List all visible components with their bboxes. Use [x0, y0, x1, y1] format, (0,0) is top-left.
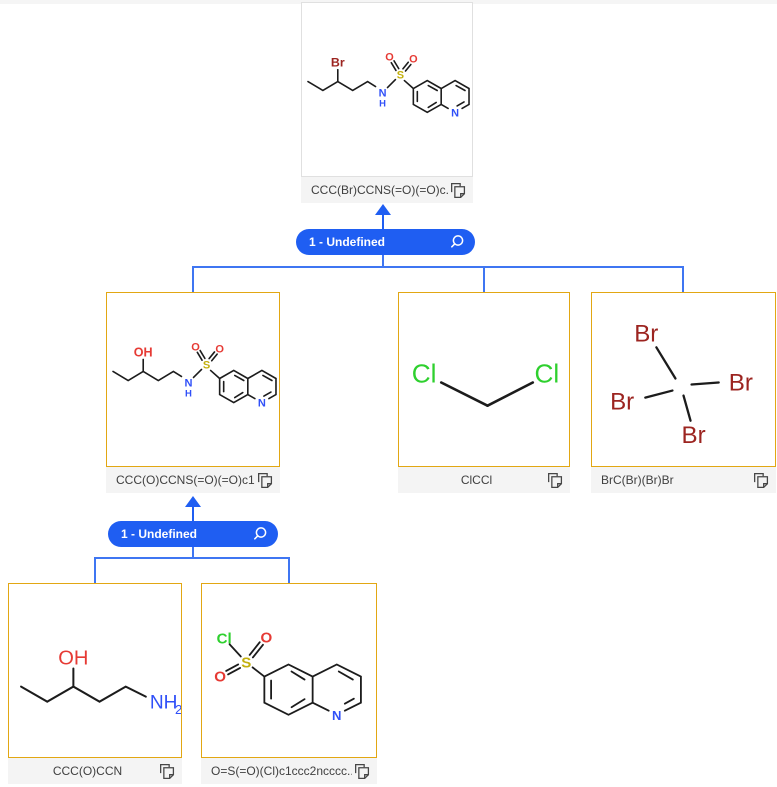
smiles-label-bar: CCC(O)CCN	[8, 758, 182, 784]
copy-icon	[159, 763, 174, 779]
smiles-text: ClCCl	[460, 473, 493, 487]
molecule-target[interactable]: Br N H S O O N	[301, 2, 473, 177]
tree-edge-drop-left	[192, 266, 194, 292]
molecule-card-intermediate: OH N H S O O N CCC(O)CCNS(=O)(=O)c1...	[106, 292, 280, 493]
molecule-card-target: Br N H S O O N CCC(Br)CCNS(=O)(=O)c...	[301, 2, 473, 203]
tree-edge-horizontal-2	[94, 557, 290, 559]
atom-label-oh: OH	[58, 647, 88, 669]
copy-icon	[547, 472, 562, 488]
molecule-card-dcm: Cl Cl ClCCl	[398, 292, 570, 493]
smiles-label-bar: CCC(Br)CCNS(=O)(=O)c...	[301, 177, 473, 203]
copy-button[interactable]	[545, 471, 563, 489]
molecule-structure-dcm: Cl Cl	[412, 359, 560, 407]
atom-label-ring-n: N	[258, 398, 266, 410]
atom-label-br: Br	[634, 320, 658, 347]
atom-label-br: Br	[681, 422, 705, 449]
atom-label-br: Br	[729, 370, 753, 397]
atom-label-o: O	[214, 669, 226, 686]
atom-label-cl: Cl	[535, 359, 560, 389]
molecule-card-sulfonyl-chloride: Cl S O O N O=S(=O)(Cl)c1ccc2ncccc...	[201, 583, 377, 784]
atom-label-o: O	[409, 54, 418, 66]
atom-label-ring-n: N	[451, 107, 459, 119]
atom-label-br: Br	[610, 389, 634, 416]
copy-button[interactable]	[255, 471, 273, 489]
search-icon	[451, 235, 464, 248]
smiles-label-bar: CCC(O)CCNS(=O)(=O)c1...	[106, 467, 280, 493]
atom-label-o: O	[261, 629, 273, 646]
atom-label-cl: Cl	[217, 630, 232, 647]
tree-edge-horizontal-1	[192, 266, 684, 268]
molecule-structure-target: Br N H S O O N	[307, 52, 470, 119]
molecule-intermediate[interactable]: OH N H S O O N	[106, 292, 280, 467]
atom-label-s: S	[241, 654, 251, 671]
reaction-node-2[interactable]: 1 - Undefined	[108, 521, 278, 547]
atom-label-n: N	[184, 378, 192, 390]
atom-label-s: S	[203, 359, 210, 371]
smiles-text: O=S(=O)(Cl)c1ccc2ncccc...	[211, 764, 352, 778]
copy-button[interactable]	[157, 762, 175, 780]
tree-edge-drop-left-2	[94, 557, 96, 583]
copy-icon	[257, 472, 272, 488]
tree-edge-drop-middle	[483, 266, 485, 292]
molecule-sulfonyl-chloride[interactable]: Cl S O O N	[201, 583, 377, 758]
smiles-text: CCC(O)CCN	[52, 764, 123, 778]
copy-icon	[450, 182, 465, 198]
molecule-structure-cbr4: Br Br Br Br	[610, 320, 753, 449]
smiles-text: CCC(O)CCNS(=O)(=O)c1...	[116, 473, 255, 487]
atom-label-o: O	[191, 341, 200, 353]
reaction-node-1[interactable]: 1 - Undefined	[296, 229, 475, 255]
tree-edge-stem-1	[382, 255, 384, 267]
molecule-structure-aminopentanol: OH NH 2	[20, 647, 181, 717]
tree-edge-drop-right	[682, 266, 684, 292]
atom-label-cl: Cl	[412, 359, 437, 389]
copy-icon	[354, 763, 369, 779]
atom-label-ring-n: N	[332, 708, 341, 723]
atom-label-o: O	[215, 343, 224, 355]
smiles-label-bar: O=S(=O)(Cl)c1ccc2ncccc...	[201, 758, 377, 784]
smiles-text: CCC(Br)CCNS(=O)(=O)c...	[311, 183, 448, 197]
atom-label-h: H	[379, 98, 386, 109]
copy-button[interactable]	[448, 181, 466, 199]
smiles-label-bar: BrC(Br)(Br)Br	[591, 467, 776, 493]
reaction-label: 1 - Undefined	[309, 235, 386, 249]
molecule-card-cbr4: Br Br Br Br BrC(Br)(Br)Br	[591, 292, 776, 493]
copy-button[interactable]	[751, 471, 769, 489]
atom-label-oh: OH	[134, 345, 153, 359]
atom-label-h: H	[185, 389, 192, 400]
atom-label-nh-sub2: 2	[175, 702, 181, 717]
atom-label-nh: NH	[150, 693, 178, 714]
molecule-structure-intermediate: OH N H S O O N	[112, 341, 277, 410]
atom-label-s: S	[397, 70, 404, 82]
molecule-dcm[interactable]: Cl Cl	[398, 292, 570, 467]
atom-label-br: Br	[331, 56, 345, 70]
molecule-aminopentanol[interactable]: OH NH 2	[8, 583, 182, 758]
copy-icon	[753, 472, 768, 488]
tree-edge-stem-2	[192, 547, 194, 558]
edge-arrow-up	[375, 204, 391, 229]
smiles-text: BrC(Br)(Br)Br	[601, 473, 674, 487]
smiles-label-bar: ClCCl	[398, 467, 570, 493]
tree-edge-drop-right-2	[288, 557, 290, 583]
atom-label-n: N	[379, 87, 387, 99]
reaction-label: 1 - Undefined	[121, 527, 198, 541]
edge-arrow-up	[185, 496, 201, 521]
atom-label-o: O	[385, 52, 394, 64]
molecule-structure-sulfonyl-chloride: Cl S O O N	[214, 629, 362, 723]
search-icon	[254, 527, 267, 540]
molecule-cbr4[interactable]: Br Br Br Br	[591, 292, 776, 467]
copy-button[interactable]	[352, 762, 370, 780]
molecule-card-aminopentanol: OH NH 2 CCC(O)CCN	[8, 583, 182, 784]
